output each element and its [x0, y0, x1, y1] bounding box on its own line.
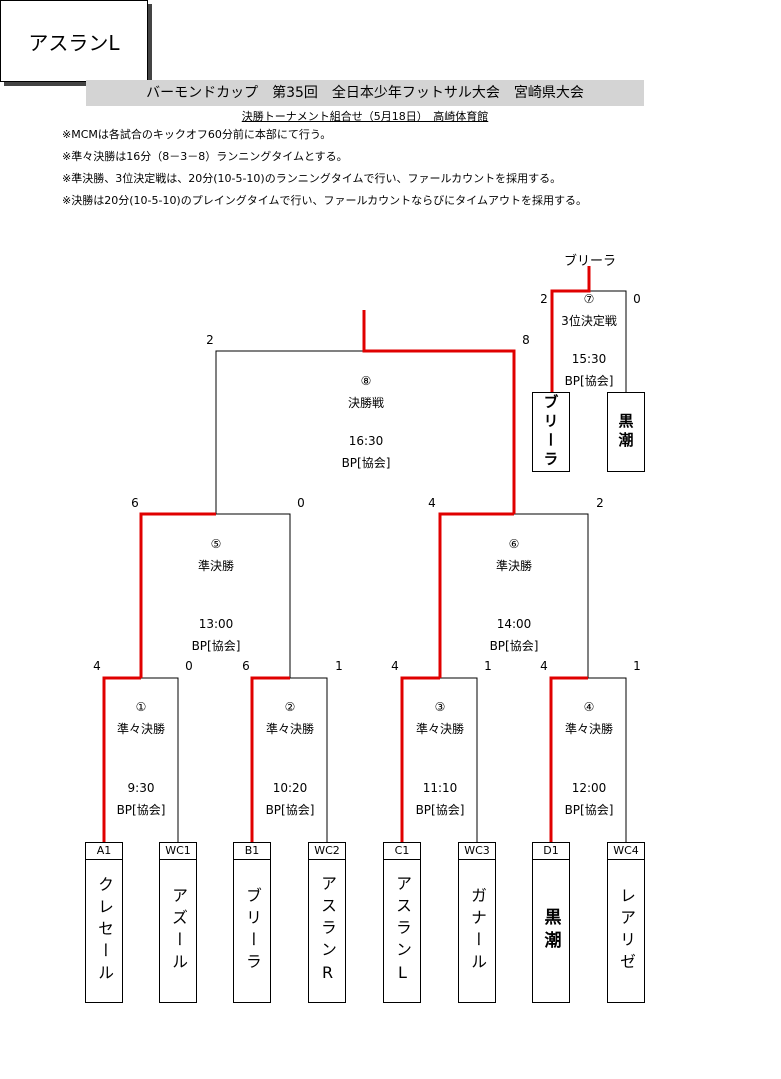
qf2-match-time: 10:20: [272, 781, 308, 795]
team-name-brila: ブリーラ: [233, 859, 271, 1003]
note-2: ※準々決勝は16分（8－3－8）ランニングタイムとする。: [62, 150, 348, 163]
qf4-match-time: 12:00: [571, 781, 607, 795]
team-code-b1: B1: [233, 842, 271, 860]
qf3-right-score: 1: [484, 659, 492, 673]
team-name-cresele: クレセール: [85, 859, 123, 1003]
sf1-right-score: 0: [297, 496, 305, 510]
sf1-match-round: 準決勝: [197, 559, 235, 573]
team-code-a1: A1: [85, 842, 123, 860]
qf3-match-no: ③: [434, 700, 446, 714]
sf2-left-score: 4: [428, 496, 436, 510]
qf4-match-venue: BP[協会]: [564, 803, 614, 817]
qf3-match-round: 準々決勝: [415, 722, 465, 736]
third-left-team: ブリーラ: [532, 392, 570, 472]
qf3-left-score: 4: [391, 659, 399, 673]
third-right-team: 黒潮: [607, 392, 645, 472]
third-match-round: 3位決定戦: [561, 314, 617, 328]
team-name-kuroshio: 黒潮: [532, 859, 570, 1003]
third-left-score: 2: [540, 292, 548, 306]
team-code-c1: C1: [383, 842, 421, 860]
team-code-d1: D1: [532, 842, 570, 860]
team-name-azul: アズール: [159, 859, 197, 1003]
sf2-match-round: 準決勝: [495, 559, 533, 573]
sf1-match-no: ⑤: [210, 537, 222, 551]
team-code-wc1: WC1: [159, 842, 197, 860]
sf2-match-no: ⑥: [508, 537, 520, 551]
final-right-score: 8: [522, 333, 530, 347]
qf1-match-time: 9:30: [127, 781, 155, 795]
qf2-match-no: ②: [284, 700, 296, 714]
bracket-winner-lines: [102, 266, 591, 842]
sf1-left-score: 6: [131, 496, 139, 510]
sf2-match-time: 14:00: [496, 617, 532, 631]
final-match-venue: BP[協会]: [341, 456, 391, 470]
team-name-aslan-r: アスランR: [308, 859, 346, 1003]
third-match-venue: BP[協会]: [564, 374, 614, 388]
team-code-wc2: WC2: [308, 842, 346, 860]
qf4-match-round: 準々決勝: [564, 722, 614, 736]
note-4: ※決勝は20分(10-5-10)のプレイングタイムで行い、ファールカウントならび…: [62, 194, 587, 207]
page-title: バーモンドカップ 第35回 全日本少年フットサル大会 宮崎県大会: [86, 80, 644, 106]
sf1-match-venue: BP[協会]: [191, 639, 241, 653]
qf1-right-score: 0: [185, 659, 193, 673]
third-place-winner: ブリーラ: [563, 254, 617, 269]
champion-box: アスランL: [0, 0, 148, 82]
qf1-match-round: 準々決勝: [116, 722, 166, 736]
qf4-match-no: ④: [583, 700, 595, 714]
sf2-right-score: 2: [596, 496, 604, 510]
third-match-time: 15:30: [571, 352, 607, 366]
qf2-match-venue: BP[協会]: [265, 803, 315, 817]
note-1: ※MCMは各試合のキックオフ60分前に本部にて行う。: [62, 128, 332, 141]
final-left-score: 2: [206, 333, 214, 347]
qf1-match-no: ①: [135, 700, 147, 714]
third-right-score: 0: [633, 292, 641, 306]
final-match-no: ⑧: [360, 374, 372, 388]
page-subtitle: 決勝トーナメント組合せ（5月18日） 高崎体育館: [241, 110, 489, 123]
qf3-match-venue: BP[協会]: [415, 803, 465, 817]
team-name-aslan-l: アスランL: [383, 859, 421, 1003]
qf1-match-venue: BP[協会]: [116, 803, 166, 817]
qf1-left-score: 4: [93, 659, 101, 673]
qf2-left-score: 6: [242, 659, 250, 673]
team-name-realise: レアリゼ: [607, 859, 645, 1003]
third-match-no: ⑦: [583, 292, 595, 306]
final-match-time: 16:30: [348, 434, 384, 448]
qf4-left-score: 4: [540, 659, 548, 673]
sf1-match-time: 13:00: [198, 617, 234, 631]
sf2-match-venue: BP[協会]: [489, 639, 539, 653]
team-code-wc4: WC4: [607, 842, 645, 860]
final-match-round: 決勝戦: [347, 396, 385, 410]
qf4-right-score: 1: [633, 659, 641, 673]
qf2-right-score: 1: [335, 659, 343, 673]
qf2-match-round: 準々決勝: [265, 722, 315, 736]
qf3-match-time: 11:10: [422, 781, 458, 795]
note-3: ※準決勝、3位決定戦は、20分(10-5-10)のランニングタイムで行い、ファー…: [62, 172, 562, 185]
team-code-wc3: WC3: [458, 842, 496, 860]
team-name-ganar: ガナール: [458, 859, 496, 1003]
